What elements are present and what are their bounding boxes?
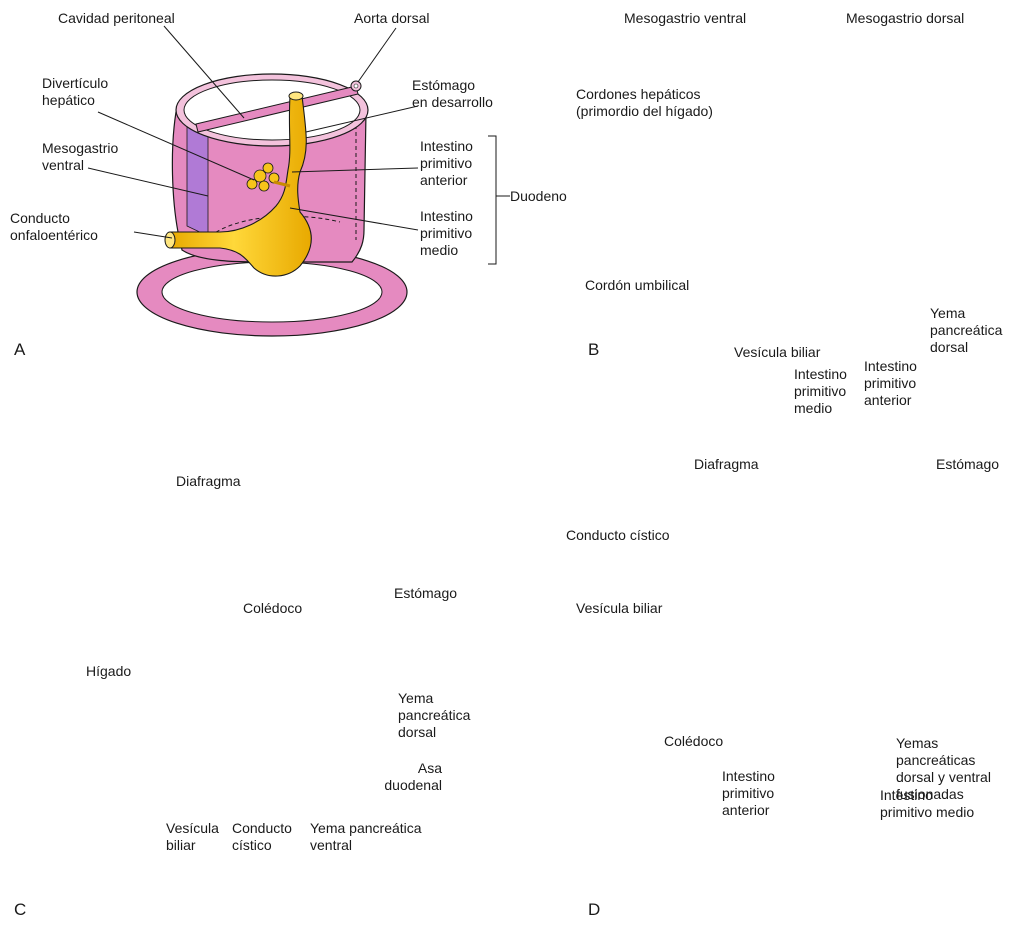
panel-letter-b: B — [588, 340, 599, 360]
label-conducto-cistico-c: Conducto cístico — [232, 820, 292, 854]
label-conducto-cistico-d: Conducto cístico — [566, 527, 670, 544]
label-mesogastrio-ventral-a: Mesogastrio ventral — [42, 140, 118, 174]
label-estomago-c: Estómago — [394, 585, 457, 602]
label-mesogastrio-ventral-b: Mesogastrio ventral — [624, 10, 746, 27]
label-estomago-d: Estómago — [936, 456, 999, 473]
label-intestino-anterior-d: Intestino primitivo anterior — [722, 768, 775, 819]
label-yema-pancreatica-dorsal-b: Yema pancreática dorsal — [930, 305, 1002, 356]
panel-letter-d: D — [588, 900, 600, 920]
panel-letter-a: A — [14, 340, 25, 360]
label-vesicula-biliar-b: Vesícula biliar — [734, 344, 820, 361]
label-aorta-dorsal-a: Aorta dorsal — [354, 10, 429, 27]
panel-letter-c: C — [14, 900, 26, 920]
label-conducto-onfaloenterico-a: Conducto onfaloentérico — [10, 210, 98, 244]
label-intestino-medio-b: Intestino primitivo medio — [794, 366, 847, 417]
label-yema-pancreatica-dorsal-c: Yema pancreática dorsal — [398, 690, 470, 741]
label-duodeno-a: Duodeno — [510, 188, 567, 205]
label-coledoco-d: Colédoco — [664, 733, 723, 750]
label-intestino-medio-a: Intestino primitivo medio — [420, 208, 473, 259]
label-diafragma-d: Diafragma — [694, 456, 759, 473]
label-intestino-anterior-a: Intestino primitivo anterior — [420, 138, 473, 189]
label-asa-duodenal-c: Asa duodenal — [380, 760, 442, 794]
label-estomago-desarrollo-a: Estómago en desarrollo — [412, 77, 493, 111]
label-diverticulo-hepatico-a: Divertículo hepático — [42, 75, 108, 109]
label-mesogastrio-dorsal-b: Mesogastrio dorsal — [846, 10, 964, 27]
label-intestino-anterior-b: Intestino primitivo anterior — [864, 358, 917, 409]
label-diafragma-c: Diafragma — [176, 473, 241, 490]
label-cordones-hepaticos-b: Cordones hepáticos (primordio del hígado… — [576, 86, 713, 120]
body-wall-a — [137, 74, 407, 336]
label-cavidad-peritoneal-a: Cavidad peritoneal — [58, 10, 175, 27]
label-coledoco-c: Colédoco — [243, 600, 302, 617]
label-vesicula-biliar-c: Vesícula biliar — [166, 820, 219, 854]
label-cordon-umbilical-b: Cordón umbilical — [585, 277, 689, 294]
label-yema-pancreatica-ventral-c: Yema pancreática ventral — [310, 820, 422, 854]
label-vesicula-biliar-d: Vesícula biliar — [576, 600, 662, 617]
label-higado-c: Hígado — [86, 663, 131, 680]
label-intestino-medio-d: Intestino primitivo medio — [880, 787, 974, 821]
